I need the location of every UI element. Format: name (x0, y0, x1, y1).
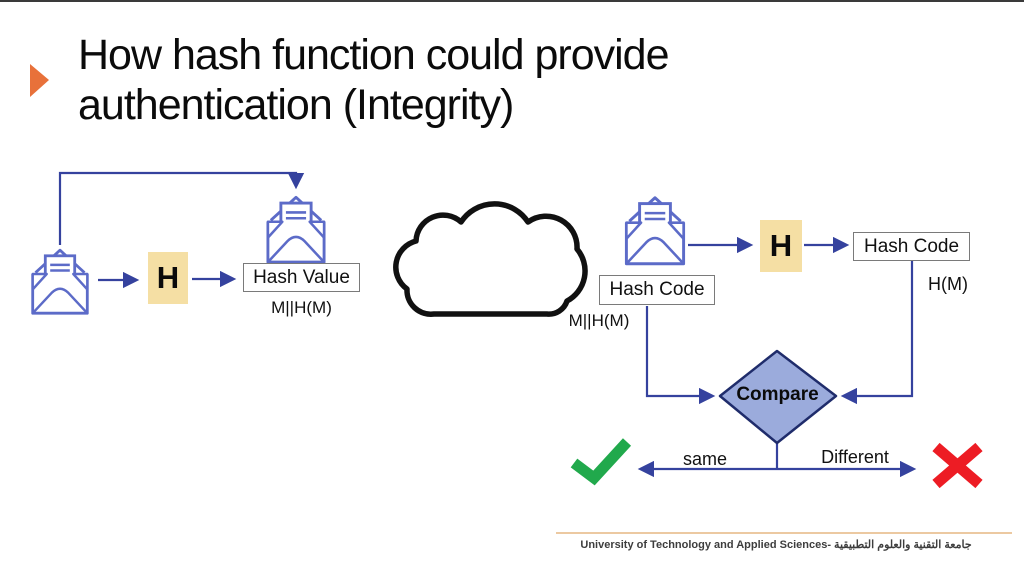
connector-computed-hash-to-compare (840, 261, 914, 405)
cloud-icon (393, 201, 588, 317)
envelope-appended-icon (266, 195, 326, 264)
page-title-line2: authentication (Integrity) (78, 81, 514, 130)
page-title: How hash function could provide authenti… (78, 30, 788, 131)
envelope-sender-icon (31, 248, 89, 315)
different-branch-label: Different (821, 447, 889, 467)
footer-divider (556, 532, 1012, 534)
sender-hash-function-box: H (148, 252, 188, 304)
compare-diamond (718, 349, 838, 445)
green-check-icon (570, 438, 632, 486)
computed-hash-label: H(M) (928, 274, 968, 294)
computed-hash-code-box: Hash Code (853, 232, 970, 261)
received-message-label: M||H(M) (568, 311, 630, 330)
hash-value-box: Hash Value (243, 263, 360, 292)
footer-university-name: University of Technology and Applied Sci… (580, 539, 972, 551)
page-title-line1: How hash function could provide (78, 31, 669, 79)
envelope-received-icon (624, 196, 686, 266)
orange-arrow-bullet-icon (30, 64, 49, 97)
same-branch-label: same (682, 449, 727, 469)
appended-message-label: M||H(M) (271, 298, 332, 317)
compare-label: Compare (736, 384, 819, 405)
connector-received-hash-to-compare (645, 306, 716, 405)
received-hash-code-box: Hash Code (599, 275, 715, 305)
connector-sender-message-to-appended (58, 171, 305, 245)
red-cross-icon (932, 442, 983, 489)
receiver-hash-function-box: H (760, 220, 802, 272)
